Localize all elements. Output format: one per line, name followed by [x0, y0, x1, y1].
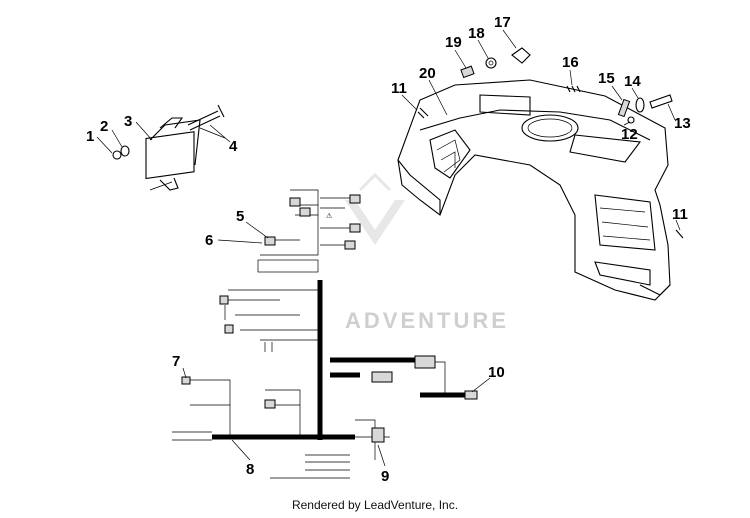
- callout-15: 15: [598, 70, 615, 87]
- callout-2: 2: [100, 118, 108, 135]
- socket-icon: [511, 47, 531, 64]
- watermark-text: ADVENTURE: [345, 308, 509, 333]
- wiring-harness: ⚠: [172, 189, 478, 479]
- regulator-assembly: [112, 104, 226, 191]
- callout-1: 1: [86, 128, 94, 145]
- watermark-logo: [345, 172, 405, 245]
- svg-text:⚠: ⚠: [326, 212, 332, 220]
- screw-icon: [417, 107, 429, 119]
- callout-5: 5: [236, 208, 244, 225]
- callout-9: 9: [381, 468, 389, 485]
- callout-7: 7: [172, 353, 180, 370]
- callout-11-top: 11: [391, 80, 407, 97]
- leader-lines: [96, 29, 681, 467]
- callout-10: 10: [488, 364, 505, 381]
- callout-4: 4: [229, 138, 238, 155]
- footer-credit: Rendered by LeadVenture, Inc.: [291, 498, 459, 512]
- dash-hardware: [417, 47, 684, 239]
- callout-13: 13: [674, 115, 691, 132]
- key-switch-icon: [617, 98, 631, 118]
- nut-icon: [112, 150, 122, 160]
- callout-3: 3: [124, 113, 132, 130]
- callout-20: 20: [419, 65, 436, 82]
- callout-8: 8: [246, 461, 254, 478]
- screw-icon: [675, 229, 684, 239]
- plug-icon: [649, 94, 673, 109]
- callout-18: 18: [468, 25, 485, 42]
- callout-6: 6: [205, 232, 213, 249]
- callout-16: 16: [562, 54, 579, 71]
- callout-14: 14: [624, 73, 641, 90]
- dash-panel: [397, 79, 671, 301]
- callout-11-right: 11: [672, 206, 688, 223]
- callouts: 1 2 3 4 5 6 7 8 9 10 11 11 12 13 14 15 1…: [86, 14, 691, 485]
- callout-19: 19: [445, 34, 462, 51]
- callout-12: 12: [621, 126, 638, 143]
- callout-17: 17: [494, 14, 511, 31]
- grommet-icon: [485, 57, 497, 69]
- washer-icon: [120, 145, 130, 157]
- switch-icon: [460, 65, 475, 79]
